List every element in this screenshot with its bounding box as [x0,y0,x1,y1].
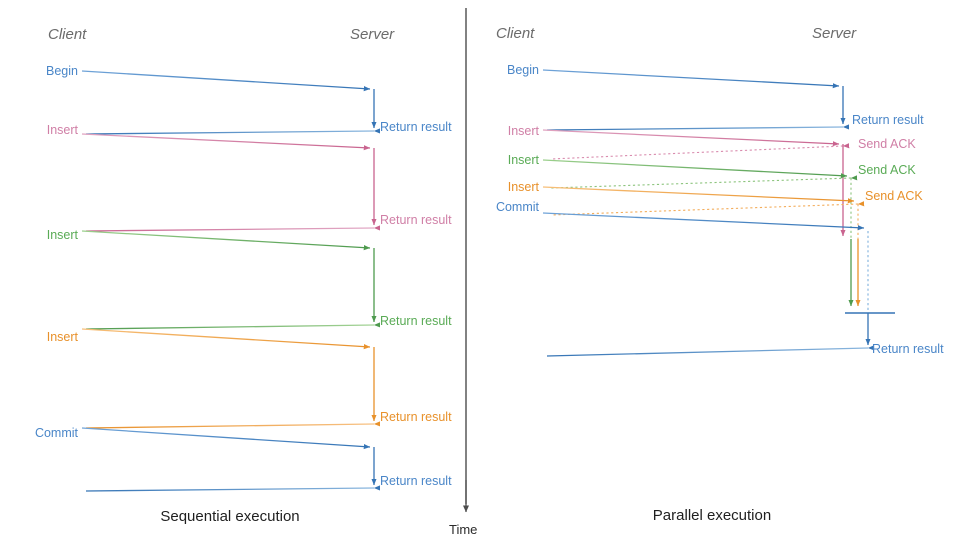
seq-label-insert-pink: Insert [47,123,79,137]
par-label-insert-pink: Insert [508,124,540,138]
par-label-insert-orange: Insert [508,180,540,194]
par-label-commit: Commit [496,200,540,214]
sequential-server-lane-title: Server [350,26,395,43]
seq-arrow-return-blue-2 [85,485,381,492]
parallel-client-lane-title: Client [496,25,535,42]
seq-arrow-begin [81,70,371,92]
par-arrow-insert-pink [542,129,840,147]
seq-arrow-return-blue-1 [85,128,381,135]
seq-label-return-4: Return result [380,410,452,424]
seq-label-return-3: Return result [380,314,452,328]
time-axis: Time [449,8,477,537]
parallel-server-lane-title: Server [812,25,857,42]
seq-arrow-return-orange [85,421,381,429]
seq-arrow-return-green [85,322,381,330]
par-label-return-final: Return result [872,342,944,356]
par-arrow-insert-green [542,159,848,179]
seq-label-return-1: Return result [380,120,452,134]
seq-arrow-commit [81,427,371,450]
seq-label-return-2: Return result [380,213,452,227]
sequential-client-lane-title: Client [48,26,87,43]
seq-label-insert-green: Insert [47,228,79,242]
par-label-insert-green: Insert [508,153,540,167]
seq-arrow-insert-pink [81,133,371,151]
seq-label-begin: Begin [46,64,78,78]
seq-arrow-insert-green [81,230,371,251]
par-label-ack-pink: Send ACK [858,137,916,151]
sequential-caption: Sequential execution [160,508,299,525]
par-label-begin: Begin [507,63,539,77]
time-axis-label: Time [449,522,477,537]
parallel-caption: Parallel execution [653,507,771,524]
seq-label-commit: Commit [35,426,79,440]
par-arrow-return-blue-1 [546,124,850,131]
par-ack-green-dotted [550,175,858,189]
seq-label-insert-orange: Insert [47,330,79,344]
seq-arrow-insert-orange [81,328,371,350]
par-ack-orange-dotted [550,201,865,216]
seq-label-return-5: Return result [380,474,452,488]
par-arrow-begin [542,69,840,89]
par-label-ack-orange: Send ACK [865,189,923,203]
panel-parallel: Client Server [496,25,944,524]
par-label-ack-green: Send ACK [858,163,916,177]
par-label-return-1: Return result [852,113,924,127]
panel-sequential: Client Server Begin [35,26,452,525]
par-arrow-insert-orange [542,186,855,204]
par-ack-pink-dotted [550,143,850,160]
seq-arrow-return-pink [85,225,381,232]
par-arrow-return-final [546,345,875,357]
par-arrow-commit [542,212,865,231]
